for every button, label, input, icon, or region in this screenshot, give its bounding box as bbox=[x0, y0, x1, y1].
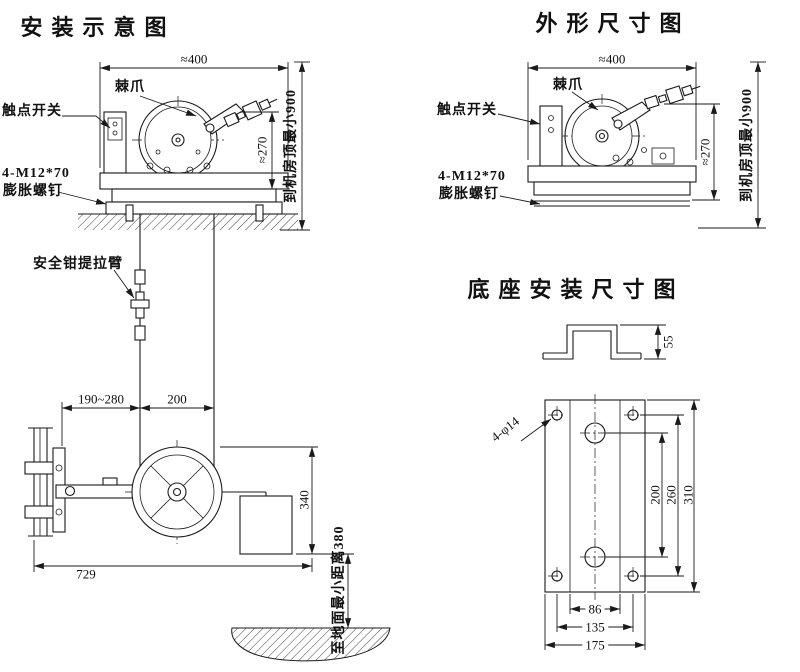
label-bolt-spec-outline: 4-M12*70 bbox=[438, 169, 506, 184]
dim-profile-height bbox=[620, 324, 666, 360]
dim-hole-span-vertical: 260 bbox=[663, 485, 679, 505]
dim-body-height-left bbox=[240, 111, 290, 190]
install-diagram-linework bbox=[24, 61, 391, 662]
dim-plate-width: 175 bbox=[582, 638, 608, 652]
contact-switch-part bbox=[107, 117, 123, 141]
tension-sheave bbox=[131, 446, 223, 538]
dim-tension-height: 340 bbox=[296, 490, 312, 510]
label-bolt-name-install: 膨胀螺钉 bbox=[3, 184, 63, 199]
base-plate-mid bbox=[111, 188, 277, 203]
tension-rod bbox=[223, 98, 278, 128]
switch-bracket bbox=[103, 111, 127, 174]
switch-bracket-outline bbox=[539, 105, 563, 167]
dim-tension-height bbox=[220, 446, 354, 555]
tension-device bbox=[55, 440, 293, 555]
pit-ground bbox=[231, 627, 391, 662]
dim-to-ceiling-install: 到机房顶最小900 bbox=[284, 89, 299, 203]
base-channel-profile bbox=[542, 324, 642, 360]
governor-assembly-outline bbox=[527, 84, 701, 207]
dim-hole-pitch-vertical: 200 bbox=[647, 485, 663, 505]
base-plate-mid-outline bbox=[533, 181, 691, 196]
base-plate-top bbox=[99, 172, 289, 190]
mount-hole bbox=[548, 567, 566, 585]
mount-hole bbox=[624, 567, 642, 585]
dim-body-height-install: ≈270 bbox=[254, 136, 270, 164]
mount-hole bbox=[548, 406, 566, 424]
dim-to-ground: 至地面最小距离380 bbox=[332, 525, 347, 655]
base-diagram-linework bbox=[520, 324, 700, 650]
install-label-leaders bbox=[57, 95, 197, 299]
label-contact-switch-outline: 触点开关 bbox=[437, 103, 497, 118]
anchor-bolt bbox=[125, 204, 134, 222]
base-diagram-title: 底座安装尺寸图 bbox=[467, 277, 685, 302]
dim-top-width-outline: ≈400 bbox=[598, 51, 626, 67]
dim-channel-width: 86 bbox=[585, 602, 605, 616]
label-bolt-name-outline: 膨胀螺钉 bbox=[439, 187, 499, 202]
dim-plate-height: 310 bbox=[680, 485, 696, 505]
label-lift-arm: 安全钳提拉臂 bbox=[33, 257, 123, 272]
outline-diagram-linework bbox=[497, 61, 766, 229]
tension-rod-outline bbox=[643, 84, 701, 110]
dim-hole-pitch-vertical bbox=[606, 432, 668, 558]
label-pawl-outline: 棘爪 bbox=[553, 78, 583, 93]
dim-to-ceiling-left bbox=[280, 61, 310, 231]
label-contact-switch-install: 触点开关 bbox=[2, 104, 62, 119]
dim-rail-span-and-rope-gauge bbox=[61, 402, 214, 446]
base-plate-top-view bbox=[520, 394, 646, 600]
dim-top-width-left bbox=[99, 62, 289, 168]
dim-overall-width bbox=[33, 540, 313, 572]
machine-room-floor bbox=[78, 204, 298, 230]
dim-rope-gauge: 200 bbox=[167, 391, 187, 407]
dim-to-ceiling-outline: 到机房顶最小900 bbox=[740, 88, 755, 202]
base-plate-top-outline bbox=[527, 165, 697, 183]
outline-label-leaders bbox=[497, 91, 599, 206]
dim-body-height-right bbox=[664, 103, 720, 201]
label-bolt-spec-install: 4-M12*70 bbox=[2, 166, 70, 181]
outline-diagram-title: 外形尺寸图 bbox=[535, 11, 691, 36]
install-diagram-title: 安装示意图 bbox=[20, 15, 176, 40]
dim-top-width-install: ≈400 bbox=[180, 51, 208, 67]
dim-plate-height bbox=[647, 399, 700, 593]
dim-overall-width: 729 bbox=[76, 566, 96, 582]
dim-hole-span-vertical bbox=[640, 414, 684, 577]
dim-to-ceiling-right bbox=[698, 61, 766, 229]
dim-body-height-outline: ≈270 bbox=[697, 138, 713, 166]
mount-hole bbox=[624, 406, 642, 424]
hole-label-leader bbox=[520, 418, 552, 442]
anchor-bolt bbox=[255, 204, 264, 222]
guide-rail-bracket bbox=[24, 427, 66, 537]
tension-weight bbox=[239, 495, 293, 555]
dim-profile-height: 55 bbox=[660, 335, 676, 349]
label-pawl-install: 棘爪 bbox=[115, 80, 145, 95]
dim-rail-span: 190~280 bbox=[77, 391, 125, 407]
dim-hole-span-horizontal: 135 bbox=[582, 620, 608, 634]
dim-top-width-right bbox=[527, 62, 697, 160]
